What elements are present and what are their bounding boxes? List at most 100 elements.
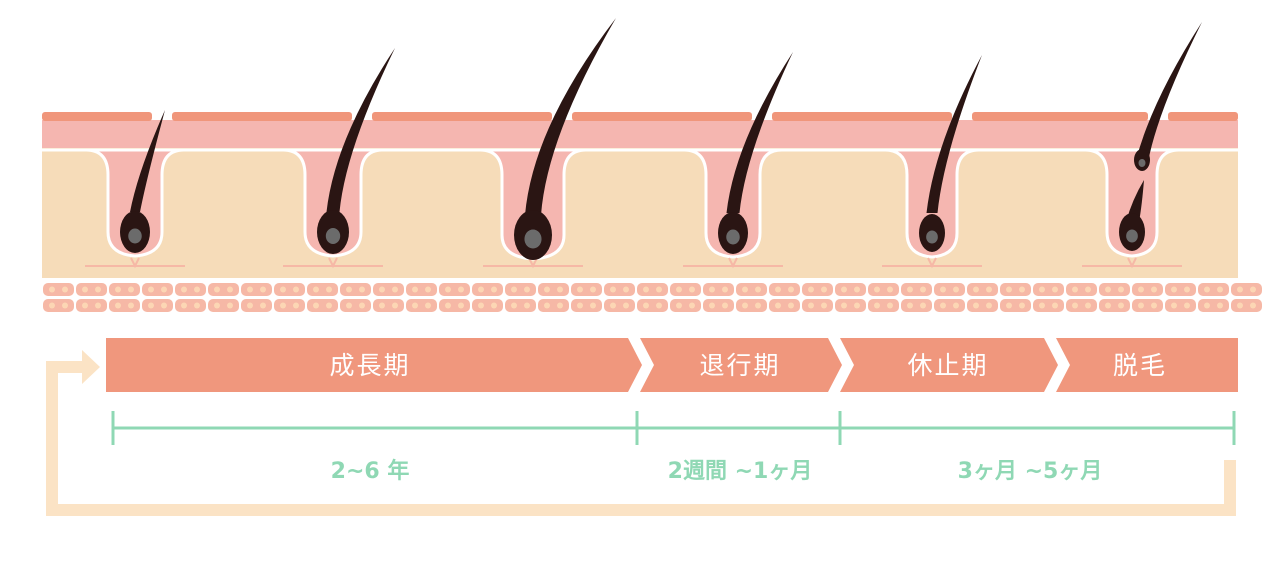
duration-timeline <box>111 411 1236 445</box>
skin-cell <box>802 283 833 296</box>
skin-cell <box>472 299 503 312</box>
skin-cell <box>637 283 668 296</box>
phase-label-shedding: 脱毛 <box>1113 351 1167 380</box>
follicle-6 <box>1082 22 1202 269</box>
skin-cell <box>736 283 767 296</box>
phase-bar-catagen <box>640 338 842 392</box>
skin-cell <box>406 299 437 312</box>
skin-cell <box>637 299 668 312</box>
skin-cell <box>1066 283 1097 296</box>
skin-cell <box>538 299 569 312</box>
skin-cell <box>1132 283 1163 296</box>
phase-label-catagen: 退行期 <box>699 351 780 380</box>
skin-cell <box>373 283 404 296</box>
skin-cell <box>373 299 404 312</box>
hair-follicles <box>85 18 1202 269</box>
skin-cell <box>670 299 701 312</box>
skin-cell <box>1165 299 1196 312</box>
skin-cell <box>472 283 503 296</box>
skin-cell <box>307 283 338 296</box>
skin-cell <box>604 299 635 312</box>
skin-cell <box>868 283 899 296</box>
skin-cell <box>670 283 701 296</box>
duration-label-catagen: 2週間 ~1ヶ月 <box>668 459 813 484</box>
phase-label-telogen: 休止期 <box>907 351 988 380</box>
skin-cell <box>1000 299 1031 312</box>
skin-cell <box>175 283 206 296</box>
skin-cell <box>736 299 767 312</box>
skin-cell <box>1066 299 1097 312</box>
skin-cell <box>439 283 470 296</box>
skin-cell <box>142 299 173 312</box>
skin-cell <box>43 299 74 312</box>
skin-cell <box>1198 299 1229 312</box>
phase-bar-telogen <box>840 338 1058 392</box>
skin-cell <box>538 283 569 296</box>
skin-cell <box>1231 283 1262 296</box>
skin-cell <box>340 283 371 296</box>
skin-cell <box>340 299 371 312</box>
skin-surface-segments <box>42 112 1238 121</box>
skin-cell <box>967 283 998 296</box>
epidermis-layer <box>42 120 1238 148</box>
skin-cell <box>1033 283 1064 296</box>
skin-cell <box>505 283 536 296</box>
skin-cell <box>1132 299 1163 312</box>
phase-bar-shedding <box>1056 338 1238 392</box>
skin-cell <box>505 299 536 312</box>
skin-cell <box>241 299 272 312</box>
follicle-1 <box>85 110 185 269</box>
skin-cell <box>835 283 866 296</box>
cycle-return-arrow <box>46 350 1236 516</box>
skin-cell <box>571 299 602 312</box>
skin-cell <box>802 299 833 312</box>
skin-cell <box>175 299 206 312</box>
skin-cell <box>1033 299 1064 312</box>
skin-cell <box>1000 283 1031 296</box>
skin-cell <box>901 299 932 312</box>
skin-cell <box>703 283 734 296</box>
duration-label-telogen: 3ヶ月 ~5ヶ月 <box>958 459 1103 484</box>
duration-label-anagen: 2~6 年 <box>331 458 410 484</box>
skin-cell <box>1198 283 1229 296</box>
skin-cell <box>1099 283 1130 296</box>
skin-cell <box>76 283 107 296</box>
skin-cell <box>967 299 998 312</box>
phase-bar-anagen <box>106 338 642 392</box>
follicle-4 <box>683 52 793 269</box>
skin-cell <box>769 283 800 296</box>
skin-cell <box>439 299 470 312</box>
skin-cell <box>1099 299 1130 312</box>
skin-cell <box>109 299 140 312</box>
skin-cell <box>274 299 305 312</box>
skin-cell <box>703 299 734 312</box>
skin-cell <box>934 299 965 312</box>
skin-cell <box>208 299 239 312</box>
skin-cell <box>208 283 239 296</box>
skin-cell <box>571 283 602 296</box>
cell-layer <box>43 283 1262 312</box>
skin-cell <box>307 299 338 312</box>
skin-cell <box>241 283 272 296</box>
skin-cell <box>934 283 965 296</box>
skin-cell <box>604 283 635 296</box>
skin-cross-section <box>42 112 1262 312</box>
skin-cell <box>868 299 899 312</box>
skin-cell <box>274 283 305 296</box>
skin-cell <box>76 299 107 312</box>
phase-label-anagen: 成長期 <box>329 351 410 380</box>
skin-cell <box>1165 283 1196 296</box>
skin-cell <box>835 299 866 312</box>
skin-cell <box>901 283 932 296</box>
follicle-2 <box>282 48 395 269</box>
skin-cell <box>43 283 74 296</box>
follicle-5 <box>882 55 982 269</box>
skin-cell <box>769 299 800 312</box>
follicle-3 <box>479 18 616 269</box>
phase-bar: 成長期 退行期 休止期 脱毛 <box>106 338 1238 392</box>
skin-cell <box>406 283 437 296</box>
skin-cell <box>109 283 140 296</box>
skin-cell <box>1231 299 1262 312</box>
skin-cell <box>142 283 173 296</box>
